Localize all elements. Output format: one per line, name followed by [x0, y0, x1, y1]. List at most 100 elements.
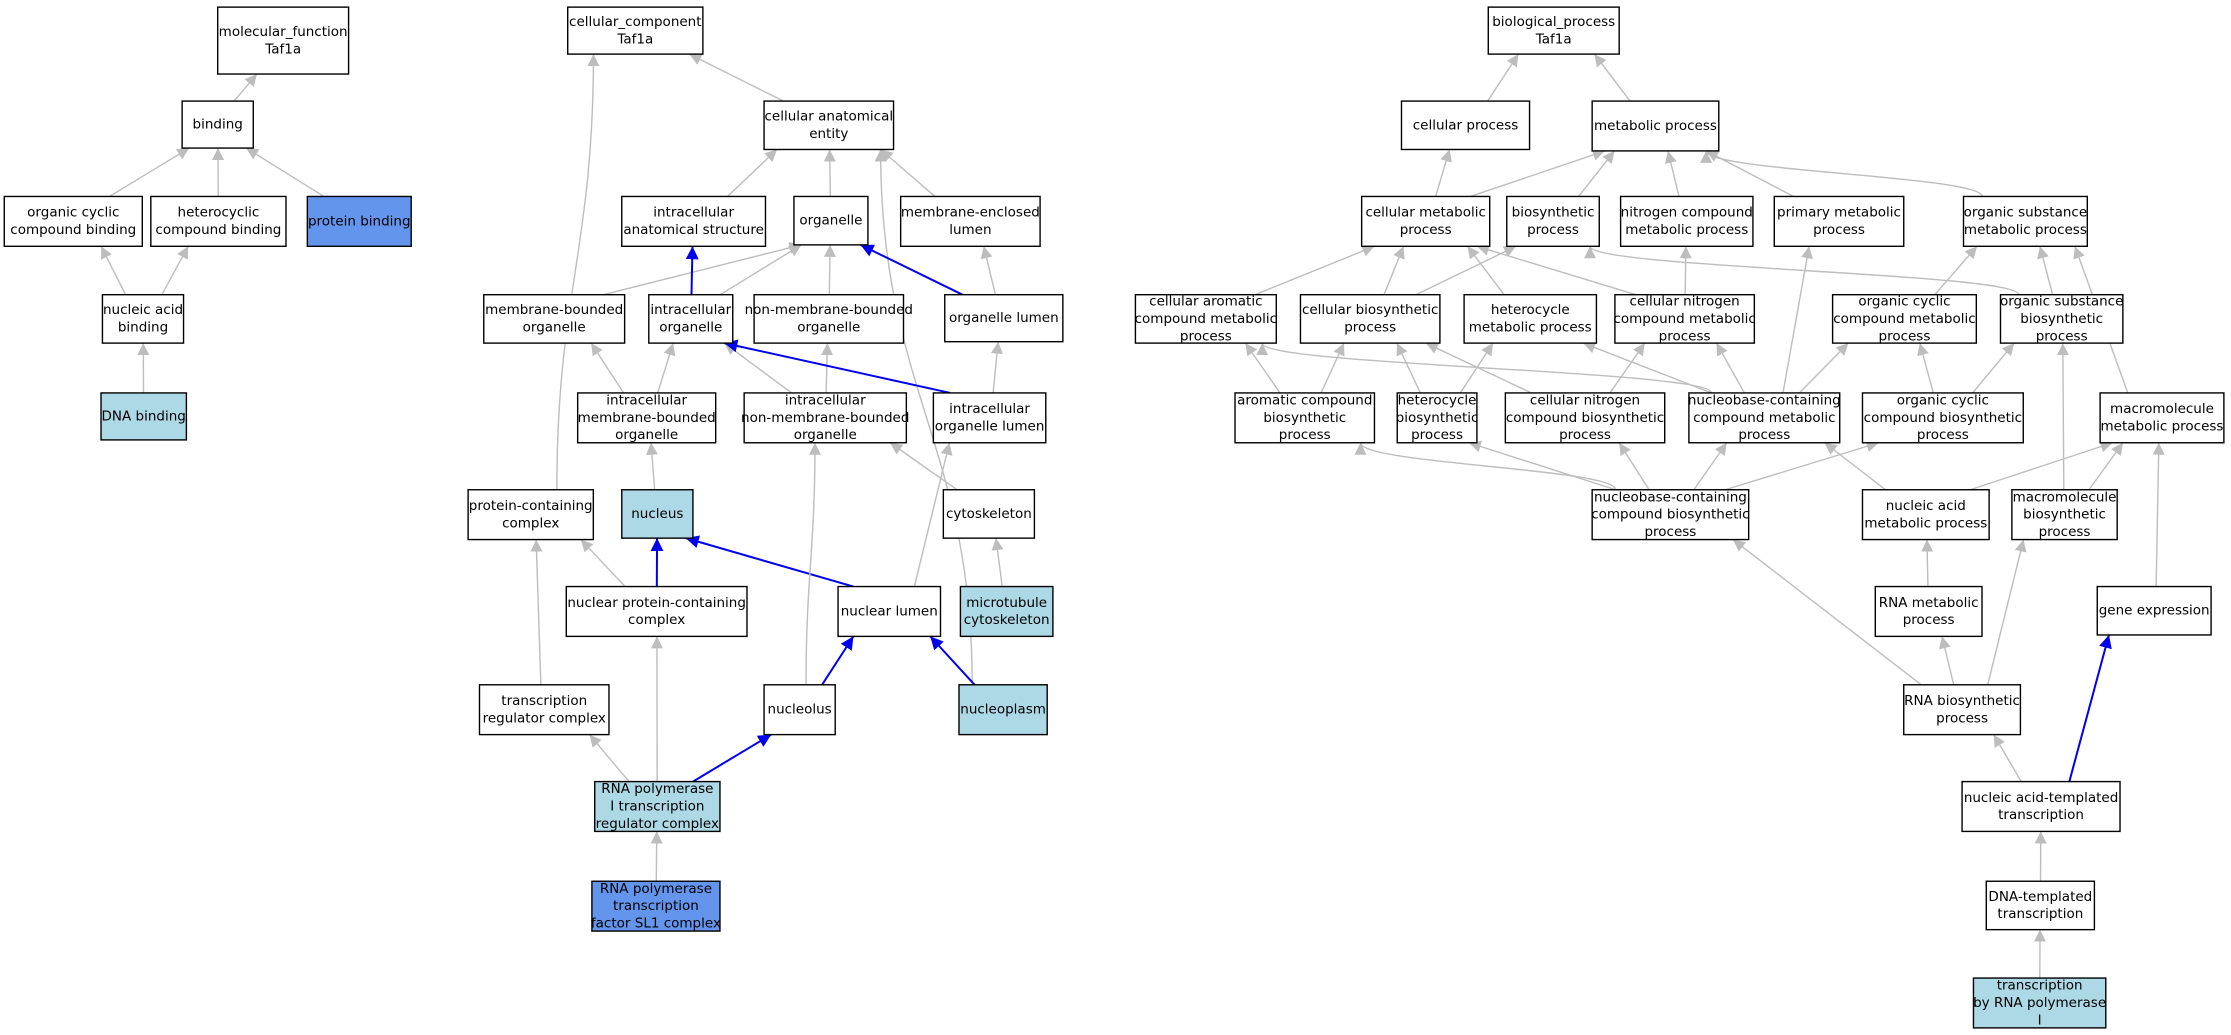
- node-label-line: transcription: [613, 898, 699, 914]
- node-label-line: nucleoplasm: [960, 702, 1046, 718]
- edge-nbcbp-to-nbcmp: [1693, 442, 1728, 491]
- edge-osbp-to-osmp: [2037, 246, 2054, 295]
- node-mp[interactable]: metabolic process: [1591, 100, 1720, 152]
- node-label-line: RNA biosynthetic: [1904, 693, 2020, 709]
- node-label-line: binding: [193, 117, 243, 133]
- node-ol[interactable]: organelle lumen: [944, 293, 1064, 343]
- node-label-line: transcription: [501, 693, 587, 709]
- node-label-line: nuclear lumen: [841, 603, 938, 619]
- node-cytoskeleton[interactable]: cytoskeleton: [942, 489, 1036, 539]
- node-organelle[interactable]: organelle: [793, 195, 869, 246]
- node-binding[interactable]: binding: [181, 100, 254, 149]
- edge-cmp-to-mp: [1470, 149, 1606, 198]
- node-ge[interactable]: gene expression: [2096, 585, 2212, 636]
- node-box: [181, 100, 254, 149]
- node-nucleolus[interactable]: nucleolus: [763, 684, 836, 736]
- edge-natt-to-ge: [2068, 634, 2112, 782]
- node-dnab[interactable]: DNA binding: [100, 392, 188, 441]
- node-label-line: compound metabolic: [1693, 410, 1835, 426]
- node-label-line: nucleobase-containing: [1688, 392, 1841, 408]
- node-box: [1504, 392, 1666, 444]
- node-nl[interactable]: nuclear lumen: [837, 585, 942, 638]
- edge-ge-to-mmp: [2152, 442, 2165, 587]
- node-label-line: compound binding: [10, 222, 136, 238]
- edge-pb-to-binding: [245, 147, 325, 198]
- node-box: [621, 489, 694, 539]
- edge-nbcmp-to-hmp: [1582, 341, 1712, 394]
- node-label-line: protein-containing: [469, 498, 593, 514]
- node-label-line: organic cyclic: [27, 205, 119, 221]
- node-label-line: cellular biosynthetic: [1302, 302, 1438, 318]
- node-label-line: process: [1738, 427, 1790, 443]
- node-label-line: regulator complex: [483, 710, 606, 726]
- node-inmbo[interactable]: intracellularnon-membrane-boundedorganel…: [741, 392, 909, 444]
- node-label-line: cellular nitrogen: [1630, 294, 1740, 310]
- node-label-line: process: [1917, 427, 1969, 443]
- edge-natt-to-rbp: [1993, 734, 2022, 782]
- node-nucleoplasm[interactable]: nucleoplasm: [958, 684, 1048, 736]
- node-cp[interactable]: cellular process: [1400, 100, 1531, 151]
- node-label-line: anatomical structure: [623, 222, 764, 238]
- node-nucleus[interactable]: nucleus: [621, 489, 694, 539]
- node-box: [2099, 392, 2225, 444]
- edge-rbp-to-mbp: [1987, 539, 2027, 685]
- node-pb[interactable]: protein binding: [306, 195, 412, 247]
- edge-cbp-to-cmp: [1383, 246, 1405, 295]
- node-label-line: cellular anatomical: [764, 109, 893, 125]
- node-label-line: gene expression: [2099, 603, 2210, 619]
- node-label-line: I: [2038, 1012, 2042, 1028]
- node-nbcmp[interactable]: nucleobase-containing compound metabolicp…: [1688, 392, 1841, 444]
- node-label-line: nucleobase-containing: [1594, 489, 1747, 505]
- node-label-line: regulator complex: [596, 816, 719, 832]
- edge-rbp-to-nbcbp: [1732, 539, 1922, 686]
- node-label-line: organelle: [659, 320, 722, 336]
- edge-io-to-organelle: [719, 244, 802, 296]
- node-box: [2096, 585, 2212, 636]
